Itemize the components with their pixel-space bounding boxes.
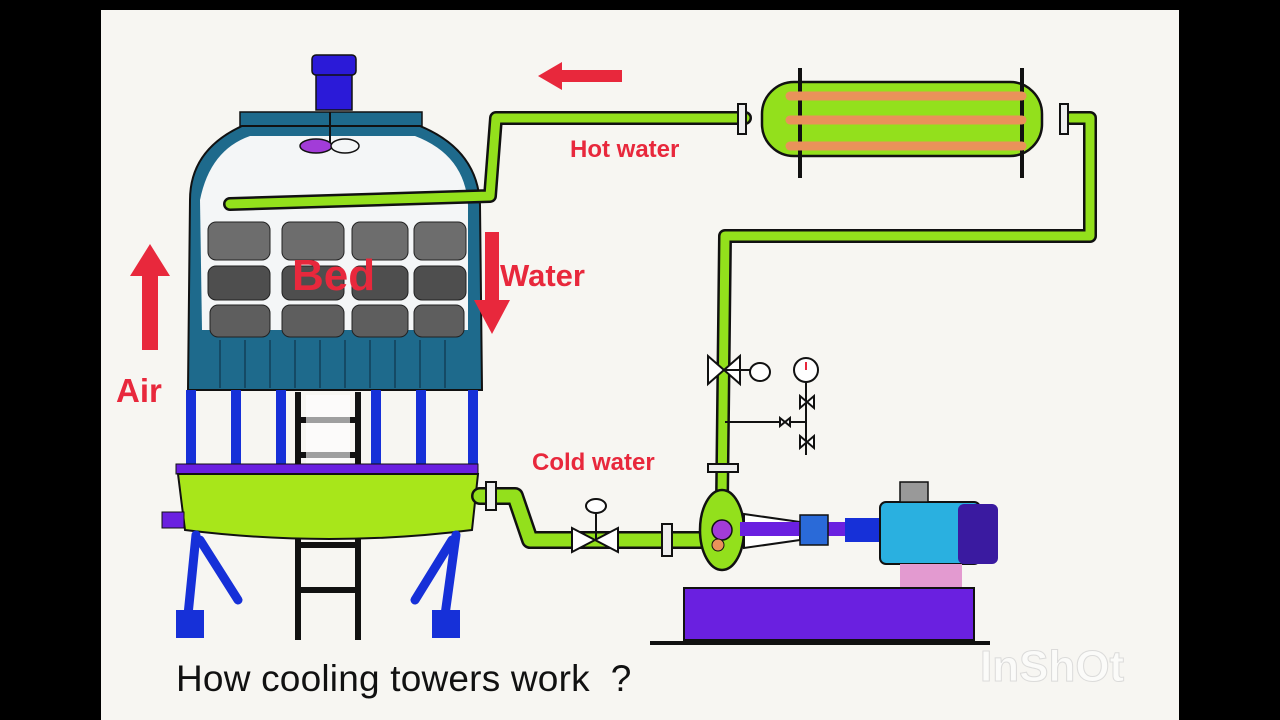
fan-motor [315,69,353,111]
heat-exchanger [760,68,1044,178]
valve-icon [707,353,771,387]
air-arrow [130,244,170,350]
foot-left [176,610,204,638]
pump-skid-base [683,587,975,641]
exchanger-tubes [785,91,1027,151]
fan-motor-cap [311,54,357,76]
cold-water-pipe [473,489,722,547]
gate-valve-cold-line [571,498,619,554]
water-label: Water [500,258,585,293]
cooling-tower [161,54,484,640]
coupling-guard [845,518,879,542]
basin-legs [183,530,461,620]
air-label: Air [116,372,162,409]
hot-water-label: Hot water [570,136,679,163]
fan-icon [299,112,360,154]
caption: How cooling towers work ? [176,658,632,699]
pump-icon [698,488,850,572]
pipe-flanges [485,103,1069,557]
hot-water-arrow [538,62,622,90]
foot-right [432,610,460,638]
cold-water-label: Cold water [532,449,655,476]
return-pipe [717,113,1095,505]
pressure-gauge-icon [725,357,819,455]
cold-water-basin [176,473,480,540]
tower-columns [186,390,478,468]
coupling [799,514,829,546]
basin-rim [175,463,479,475]
fill-media-bed [207,221,467,338]
motor-icon [879,481,998,588]
water-arrow [474,232,510,334]
hot-water-pipe [225,113,750,209]
bed-label: Bed [292,251,375,300]
watermark: InShOt [979,642,1125,692]
tower-slats [219,340,446,388]
flow-arrows [130,62,622,350]
